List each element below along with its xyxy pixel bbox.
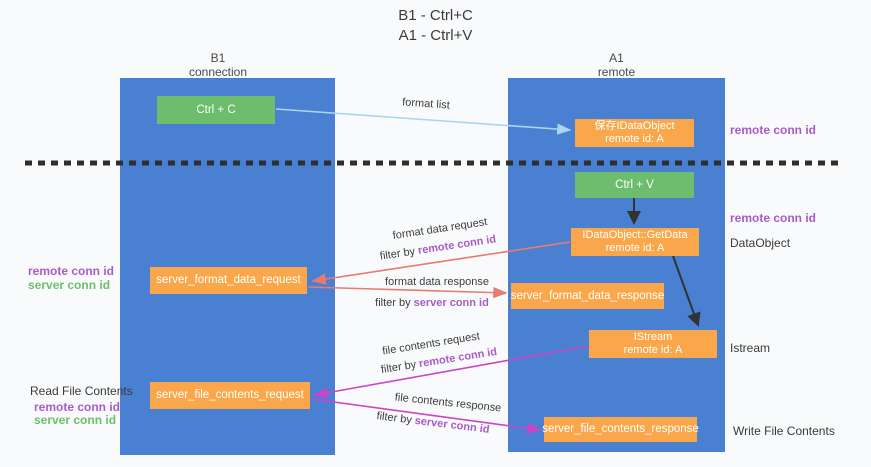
ctrl-v-label: Ctrl + V — [615, 178, 654, 191]
server-file-contents-response-label: server_file_contents_response — [542, 423, 699, 435]
format-data-response-text: format data response — [385, 276, 489, 288]
server-conn-id-text: server conn id — [414, 414, 491, 436]
right-write-file-contents-label: Write File Contents — [733, 424, 835, 438]
ctrl-v-box: Ctrl + V — [575, 172, 694, 198]
remote-conn-id-text: remote conn id — [417, 233, 497, 257]
column-a1-name: A1 — [609, 51, 624, 65]
title-line-1: B1 - Ctrl+C — [398, 7, 473, 24]
server-format-data-request-box: server_format_data_request — [150, 267, 307, 294]
server-format-data-response-label: server_format_data_response — [510, 289, 665, 302]
getdata-box: IDataObject::GetData remote id: A — [571, 228, 699, 256]
save-dataobject-line1: 保存IDataObject — [594, 120, 675, 132]
server-format-data-request-label: server_format_data_request — [156, 274, 301, 286]
diagram-title: B1 - Ctrl+C A1 - Ctrl+V — [0, 6, 871, 46]
server-file-contents-request-label: server_file_contents_request — [156, 389, 304, 401]
left-server-conn-id-1: server conn id — [28, 278, 111, 292]
server-file-contents-response-box: server_file_contents_response — [542, 417, 699, 442]
format-data-response-label: format data response — [385, 276, 489, 288]
ctrl-c-box: Ctrl + C — [157, 96, 275, 124]
server-file-contents-request-box: server_file_contents_request — [150, 382, 310, 409]
istream-line1: IStream — [633, 331, 673, 343]
server-format-data-response-box: server_format_data_response — [511, 283, 664, 309]
server-conn-id-text: server conn id — [413, 297, 489, 309]
file-contents-response-label: file contents response — [394, 391, 502, 414]
column-a1-role: remote — [597, 65, 636, 79]
left-server-conn-id-2: server conn id — [34, 413, 117, 427]
right-remote-conn-id-mid: remote conn id — [730, 211, 817, 225]
filter-by-text: filter by — [379, 245, 416, 263]
left-read-file-contents-label: Read File Contents — [30, 384, 133, 398]
title-line-2: A1 - Ctrl+V — [398, 27, 473, 44]
istream-box: IStream remote id: A — [589, 330, 717, 358]
right-dataobject-label: DataObject — [730, 236, 791, 250]
filter-by-text: filter by — [375, 297, 411, 309]
save-dataobject-box: 保存IDataObject remote id: A — [575, 119, 694, 147]
ctrl-c-label: Ctrl + C — [196, 103, 236, 116]
format-list-text: format list — [401, 96, 451, 112]
istream-line2: remote id: A — [623, 344, 683, 356]
right-istream-label: Istream — [730, 341, 771, 355]
getdata-line1: IDataObject::GetData — [582, 229, 688, 241]
column-header-b1: B1 connection — [128, 51, 308, 79]
left-remote-conn-id-1: remote conn id — [28, 264, 115, 278]
filter-by-text: filter by — [380, 358, 418, 377]
column-b1-name: B1 — [210, 51, 226, 65]
filter-by-text: filter by — [375, 410, 413, 427]
save-dataobject-line2: remote id: A — [605, 133, 664, 145]
format-list-label: format list — [402, 96, 450, 111]
column-header-a1: A1 remote — [508, 51, 725, 79]
left-remote-conn-id-2: remote conn id — [34, 400, 121, 414]
file-contents-response-text: file contents response — [394, 391, 502, 415]
column-b1-role: connection — [188, 65, 248, 79]
right-remote-conn-id-top: remote conn id — [730, 123, 817, 137]
getdata-line2: remote id: A — [605, 242, 665, 254]
